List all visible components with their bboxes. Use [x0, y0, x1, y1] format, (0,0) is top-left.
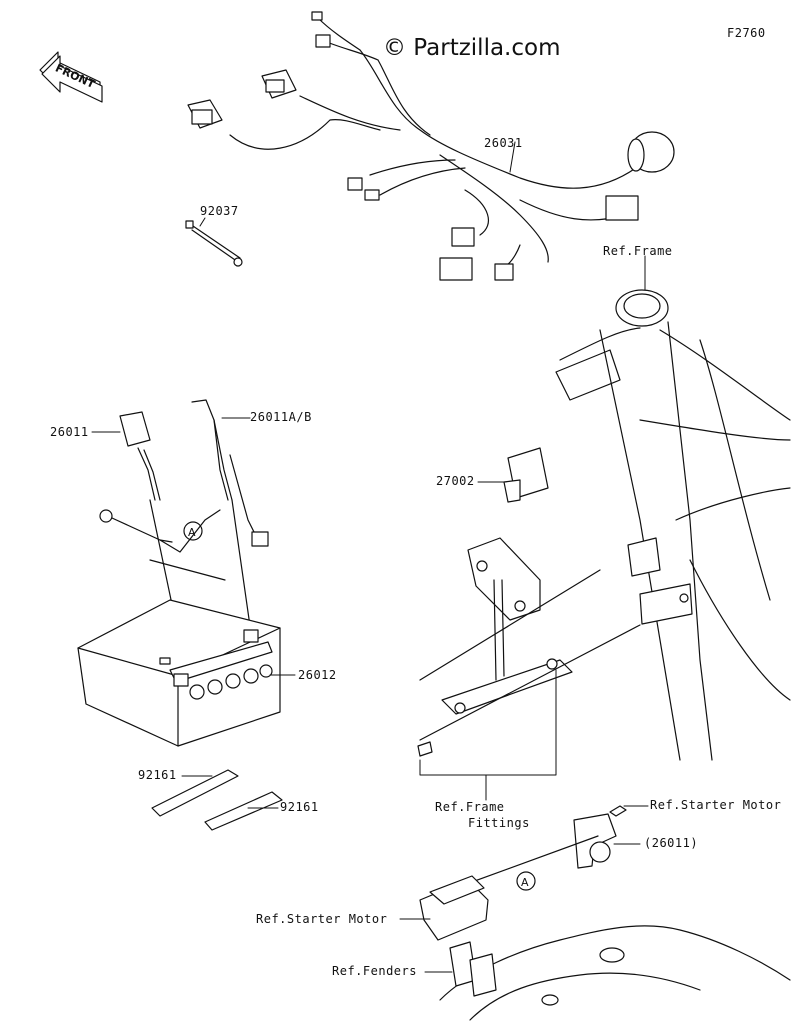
part-label-26031: 26031: [484, 136, 523, 150]
starter-relay-26011: A: [419, 805, 627, 941]
frame-reference: [555, 289, 791, 761]
part-label-26012: 26012: [298, 668, 337, 682]
battery-26012: [77, 599, 281, 747]
part-label-92037: 92037: [200, 204, 239, 218]
ref-label-frame-fittings-2: Fittings: [468, 816, 530, 830]
ref-label-26011-paren: (26011): [644, 836, 699, 850]
callout-a-lower: A: [521, 876, 529, 889]
watermark: © Partzilla.com: [383, 35, 561, 61]
ref-label-fenders: Ref.Fenders: [332, 964, 417, 978]
part-label-26011ab: 26011A/B: [250, 410, 312, 424]
main-harness-26031: [187, 11, 675, 281]
ref-label-starter-motor-lower: Ref.Starter Motor: [256, 912, 388, 926]
strips-92161: [151, 769, 283, 831]
band-92037: [185, 220, 243, 267]
part-label-92161-upper: 92161: [138, 768, 177, 782]
part-label-26011: 26011: [50, 425, 89, 439]
part-label-92161-lower: 92161: [280, 800, 319, 814]
part-label-27002: 27002: [436, 474, 475, 488]
ref-label-frame-fittings-1: Ref.Frame: [435, 800, 505, 814]
ref-label-starter-motor-upper: Ref.Starter Motor: [650, 798, 782, 812]
fenders-reference: [439, 925, 791, 1021]
ref-label-frame: Ref.Frame: [603, 244, 673, 258]
relay-bracket-27002: [417, 447, 641, 757]
callout-a-upper: A: [188, 526, 196, 539]
figure-code: F2760: [727, 26, 766, 40]
battery-cables: A: [99, 399, 269, 691]
front-arrow-icon: FRONT: [39, 51, 103, 103]
leader-lines: [91, 141, 649, 973]
